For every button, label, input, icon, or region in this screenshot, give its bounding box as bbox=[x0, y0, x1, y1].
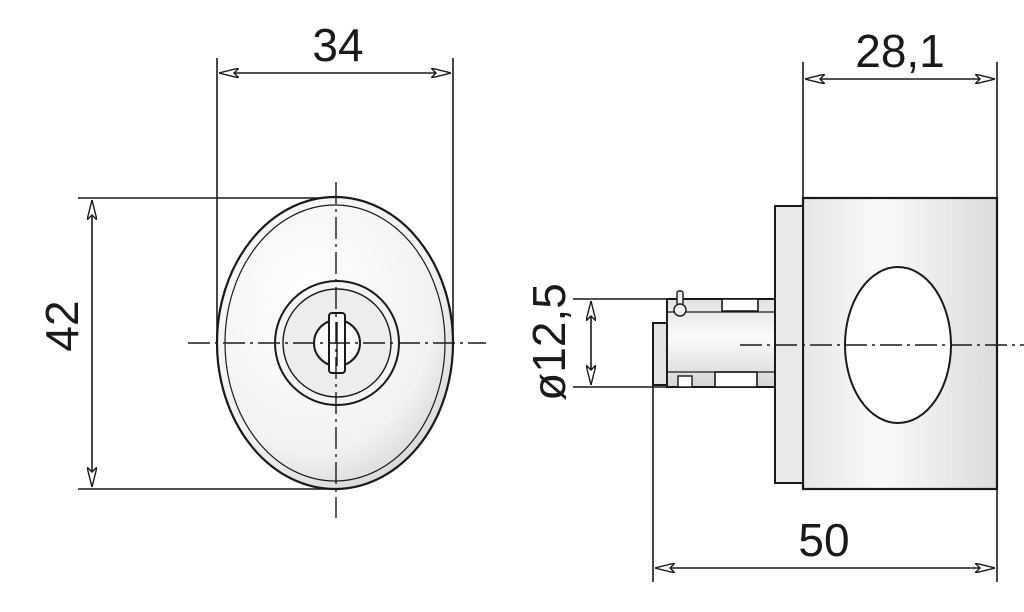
diameter-dimension-label: ø12,5 bbox=[523, 283, 575, 401]
shaft-groove-top bbox=[721, 298, 759, 312]
shaft-groove-bottom bbox=[714, 371, 758, 388]
height-dimension-label: 42 bbox=[36, 300, 88, 351]
side-view: 28,1 ø12,5 50 bbox=[523, 25, 1024, 582]
shaft-notch bbox=[677, 375, 693, 388]
retaining-pin-head bbox=[673, 303, 687, 317]
length-dimension-label: 50 bbox=[798, 514, 849, 566]
front-collar bbox=[652, 322, 668, 386]
depth-dimension-label: 28,1 bbox=[855, 25, 945, 77]
front-view: 34 42 bbox=[36, 19, 486, 518]
width-dimension-label: 34 bbox=[312, 19, 363, 71]
